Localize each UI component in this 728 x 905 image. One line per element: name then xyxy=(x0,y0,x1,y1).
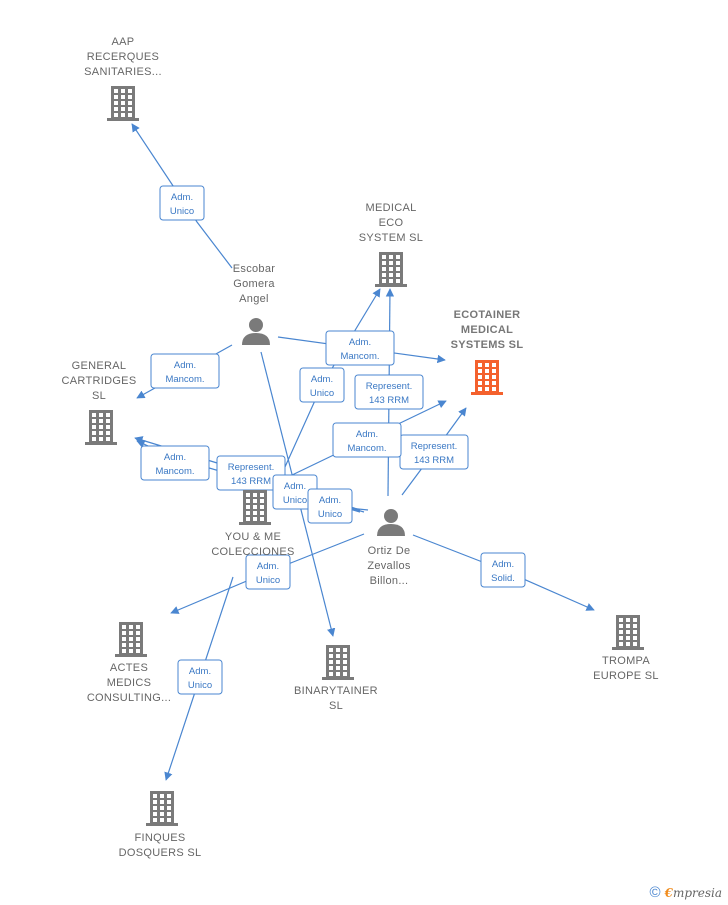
node-medical_eco[interactable]: MEDICAL ECO SYSTEM SL xyxy=(359,202,423,287)
node-label: SYSTEM SL xyxy=(359,232,423,244)
edge-label-text: Unico xyxy=(188,680,212,691)
building-icon xyxy=(322,645,354,680)
building-icon xyxy=(471,360,503,395)
node-label: CARTRIDGES xyxy=(62,375,137,387)
edge-label-text: Mancom. xyxy=(340,351,379,362)
edge-label-text: Solid. xyxy=(491,573,515,584)
node-label: Angel xyxy=(239,293,269,305)
node-trompa[interactable]: TROMPA EUROPE SL xyxy=(593,615,659,682)
edge-label-text: Unico xyxy=(283,495,307,506)
node-label: ECO xyxy=(379,217,404,229)
edge-label-box[interactable]: Adm. Unico xyxy=(177,659,223,695)
node-label: COLECCIONES xyxy=(211,546,294,558)
node-label: MEDICAL xyxy=(366,202,417,214)
building-icon xyxy=(239,490,271,525)
node-label: Gomera xyxy=(233,278,275,290)
edge-label-text: Adm. xyxy=(492,559,514,570)
edge-label-text: Represent. xyxy=(228,462,274,473)
edge-label-box[interactable]: Adm. Mancom. xyxy=(332,422,402,458)
node-label: Zevallos xyxy=(367,560,411,572)
building-icon xyxy=(146,791,178,826)
node-label: SL xyxy=(329,700,343,712)
edge-label-text: Adm. xyxy=(164,452,186,463)
node-label: RECERQUES xyxy=(87,51,159,63)
edge-labels-layer: Adm.UnicoAdm.Mancom.Adm.Mancom.Adm.Unico… xyxy=(140,185,526,695)
building-icon xyxy=(375,252,407,287)
edge-label-text: 143 RRM xyxy=(414,455,454,466)
building-icon xyxy=(115,622,147,657)
nodes-layer: AAP RECERQUES SANITARIES... MEDICAL ECO SYSTE… xyxy=(62,36,659,859)
edge-label-text: Adm. xyxy=(174,360,196,371)
building-icon xyxy=(612,615,644,650)
edge-label-box[interactable]: Adm. Mancom. xyxy=(140,445,210,481)
node-label: FINQUES xyxy=(135,832,186,844)
node-ecotainer[interactable]: ECOTAINER MEDICAL SYSTEMS SL xyxy=(451,309,524,395)
node-ortiz[interactable]: Ortiz De ZevallosBillon... xyxy=(367,509,411,587)
edge-label-text: Adm. xyxy=(171,192,193,203)
node-label: GENERAL xyxy=(72,360,127,372)
node-label: BINARYTAINER xyxy=(294,685,378,697)
node-label: MEDICS xyxy=(107,677,152,689)
edge-label-text: Unico xyxy=(310,388,334,399)
node-label: AAP xyxy=(112,36,135,48)
edge-label-box[interactable]: Adm. Unico xyxy=(245,554,291,590)
footer-brand: © €mpresia xyxy=(650,884,722,901)
node-finques[interactable]: FINQUES DOSQUERS SL xyxy=(119,791,202,859)
edge-label-text: Represent. xyxy=(366,381,412,392)
edge-label-box[interactable]: Adm. Unico xyxy=(307,488,353,524)
node-label: MEDICAL xyxy=(461,324,513,336)
node-label: TROMPA xyxy=(602,655,650,667)
building-icon xyxy=(85,410,117,445)
edge-label-box[interactable]: Adm. Mancom. xyxy=(150,353,220,389)
edge-label-box[interactable]: Adm. Solid. xyxy=(480,552,526,588)
edge-label-text: Adm. xyxy=(189,666,211,677)
edge-label-text: Mancom. xyxy=(155,466,194,477)
node-label: YOU & ME xyxy=(225,531,281,543)
node-label: SYSTEMS SL xyxy=(451,339,524,351)
edge-label-text: Adm. xyxy=(311,374,333,385)
edge-label-text: Unico xyxy=(256,575,280,586)
edge-label-text: Adm. xyxy=(257,561,279,572)
edge-label-box[interactable]: Represent. 143 RRM xyxy=(354,374,424,410)
node-aap[interactable]: AAP RECERQUES SANITARIES... xyxy=(84,36,162,121)
brand-logo: €mpresia xyxy=(664,885,722,900)
node-you_me[interactable]: YOU & ME COLECCIONES xyxy=(211,490,294,558)
edge-label-text: 143 RRM xyxy=(231,476,271,487)
edge-label-text: Unico xyxy=(170,206,194,217)
node-label: ACTES xyxy=(110,662,148,674)
edge-label-box[interactable]: Adm. Unico xyxy=(299,367,345,403)
edge-label-text: 143 RRM xyxy=(369,395,409,406)
node-general_cartridges[interactable]: GENERAL CARTRIDGES SL xyxy=(62,360,137,445)
node-label: EUROPE SL xyxy=(593,670,659,682)
edge-label-text: Adm. xyxy=(356,429,378,440)
node-label: DOSQUERS SL xyxy=(119,847,202,859)
node-label: Billon... xyxy=(370,575,409,587)
edge-label-box[interactable]: Represent. 143 RRM xyxy=(399,434,469,470)
edge-label-text: Represent. xyxy=(411,441,457,452)
building-icon xyxy=(107,86,139,121)
edge-label-text: Mancom. xyxy=(347,443,386,454)
person-icon xyxy=(242,318,270,345)
node-actes[interactable]: ACTES MEDICS CONSULTING... xyxy=(87,622,171,704)
node-label: CONSULTING... xyxy=(87,692,171,704)
node-label: ECOTAINER xyxy=(454,309,521,321)
edge-escobar-aap xyxy=(131,123,233,269)
edge-label-text: Adm. xyxy=(319,495,341,506)
edge-label-box[interactable]: Adm. Unico xyxy=(159,185,205,221)
edge-label-box[interactable]: Represent. 143 RRM xyxy=(216,455,286,491)
edge-label-text: Adm. xyxy=(284,481,306,492)
node-binarytainer[interactable]: BINARYTAINER SL xyxy=(294,645,378,712)
copyright-icon: © xyxy=(649,884,661,901)
node-label: SANITARIES... xyxy=(84,66,162,78)
node-label: SL xyxy=(92,390,106,402)
edge-label-text: Adm. xyxy=(349,337,371,348)
node-label: Escobar xyxy=(233,263,275,275)
edge-label-text: Mancom. xyxy=(165,374,204,385)
edge-label-text: Unico xyxy=(318,509,342,520)
node-label: Ortiz De xyxy=(368,545,411,557)
edge-label-box[interactable]: Adm. Mancom. xyxy=(325,330,395,366)
person-icon xyxy=(377,509,405,536)
